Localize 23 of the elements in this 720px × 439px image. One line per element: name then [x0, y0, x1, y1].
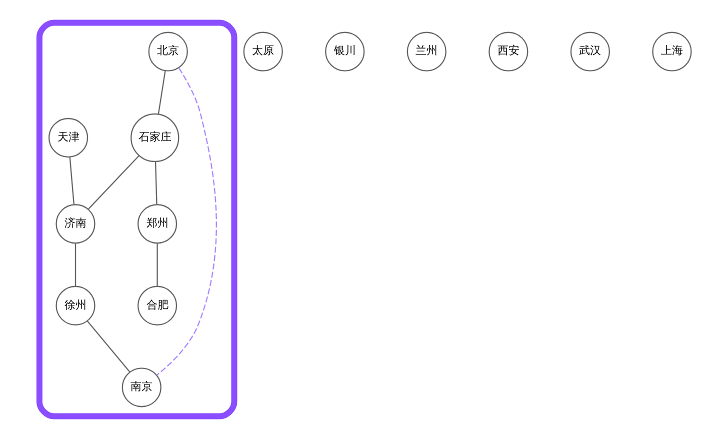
node-circle: 天津: [48, 118, 88, 158]
node-circle: 太原: [242, 32, 282, 72]
node-circle: 北京: [148, 32, 188, 72]
node-circle: 徐州: [55, 286, 95, 326]
connector: [86, 320, 130, 373]
connector: [156, 243, 158, 286]
node-circle: 银川: [324, 32, 364, 72]
node-circle: 兰州: [406, 32, 446, 72]
node-circle: 上海: [652, 32, 692, 72]
node-circle: 济南: [55, 204, 95, 244]
connector: [157, 70, 166, 114]
node-circle: 郑州: [136, 204, 177, 244]
node-circle: 西安: [488, 32, 528, 72]
node-circle: 合肥: [136, 286, 177, 326]
connector: [88, 155, 140, 210]
node-circle: 武汉: [570, 32, 610, 72]
cluster: [36, 20, 237, 420]
connector: [154, 161, 157, 204]
node-circle: 石家庄: [130, 113, 179, 162]
connector: [156, 68, 216, 376]
node-circle: 南京: [121, 368, 161, 408]
connector: [68, 157, 74, 205]
connector: [74, 243, 76, 286]
